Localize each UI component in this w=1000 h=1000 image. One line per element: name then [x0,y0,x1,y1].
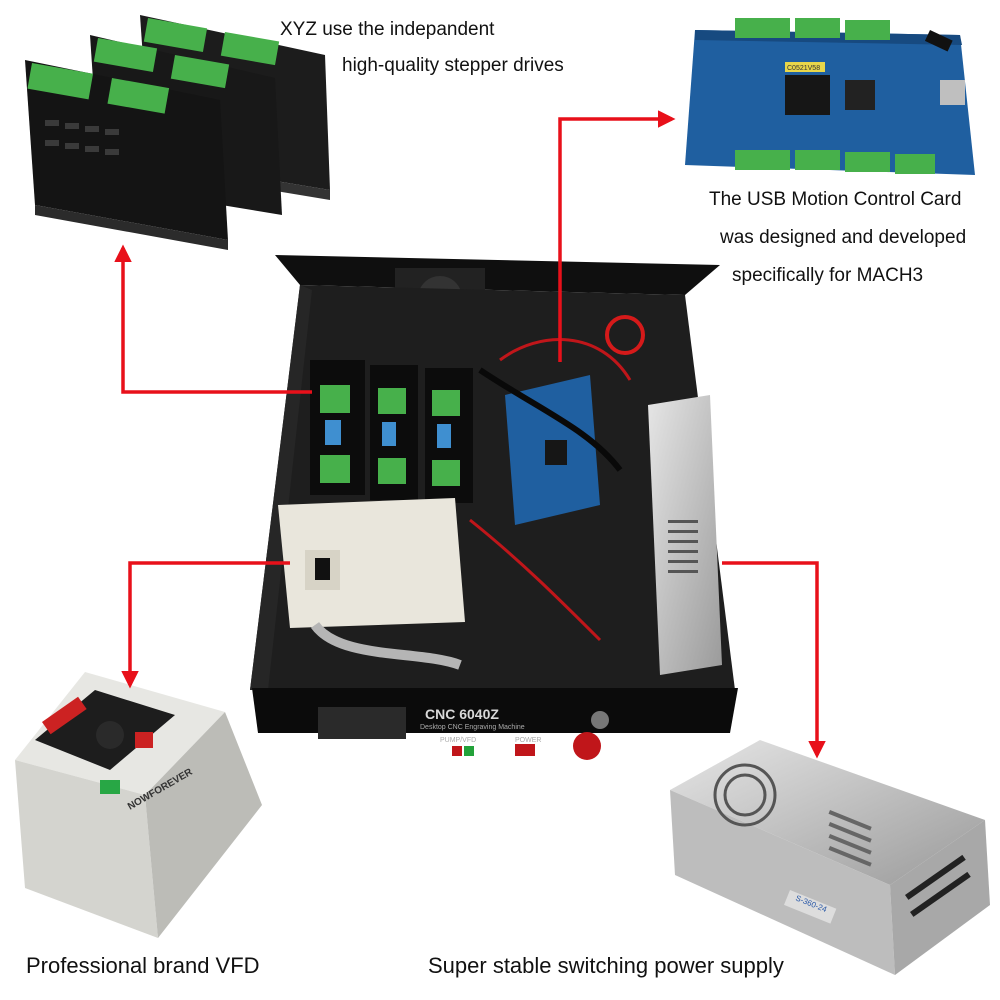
box-model-label: CNC 6040Z [425,706,499,722]
box-subtitle-label: Desktop CNC Engraving Machine [420,724,525,731]
arrow-to-stepper-drives [114,244,312,394]
stepper-drive-front [25,60,228,250]
arrow-to-vfd [121,561,290,689]
vfd-caption: Professional brand VFD [26,953,260,978]
card-chip-label: C0521V58 [787,65,820,72]
card-caption-line3: specifically for MACH3 [732,265,924,286]
pump-vfd-switch-label: PUMP/VFD [440,737,476,744]
arrow-to-motion-card [558,110,676,362]
vfd-image: NOWFOREVER [15,672,262,938]
arrow-to-power-supply [722,561,826,759]
power-switch-label: POWER [515,737,541,744]
usb-motion-card-image: C0521V58 [685,18,975,175]
drives-caption-line1: XYZ use the indepandent [280,19,495,40]
box-stepper-drivers [310,360,473,503]
card-caption-line2: was designed and developed [720,227,967,248]
psu-caption: Super stable switching power supply [428,953,784,978]
drives-caption-line2: high-quality stepper drives [342,55,564,76]
card-caption-line1: The USB Motion Control Card [709,189,962,210]
stepper-drives-image [25,15,330,250]
switching-psu-image: S-360-24 [670,740,990,975]
cnc-control-box-image: CNC 6040Z Desktop CNC Engraving Machine … [250,255,738,760]
callout-arrows [114,110,826,759]
